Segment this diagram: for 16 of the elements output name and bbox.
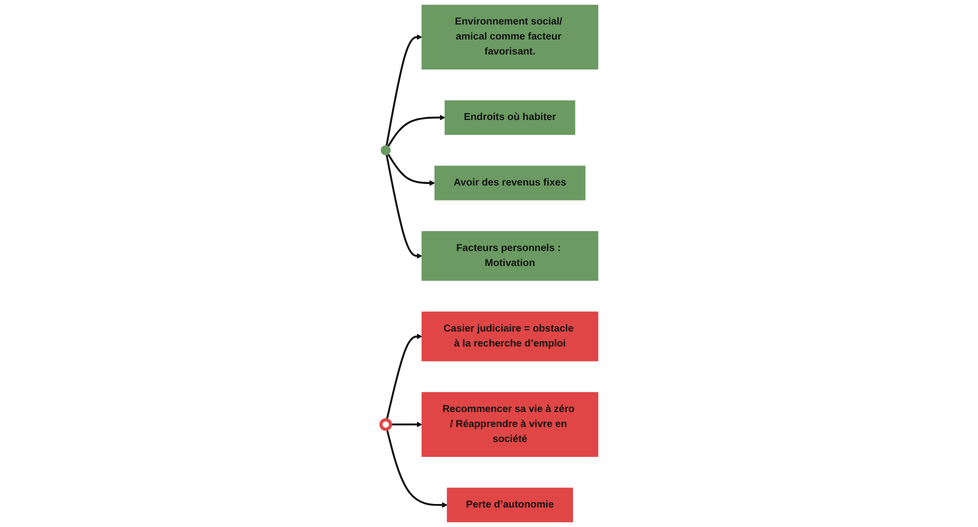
node-box: Perte d’autonomie: [446, 488, 573, 522]
arrow: [386, 154, 435, 186]
node-box: Endroits où habiter: [444, 100, 575, 135]
node-circle: [380, 145, 390, 156]
node-box: Recommencer sa vie à zéro / Réapprendre à vivre en société: [421, 392, 598, 457]
arrow: [385, 334, 422, 420]
node-box: Casier judiciaire = obstacle à la recherche d’emploi: [421, 312, 598, 362]
arrow: [390, 422, 422, 428]
arrow: [385, 428, 447, 508]
node-box: Environnement social/ amical comme facteur favorisant.: [421, 4, 598, 70]
node-box: Avoir des revenus fixes: [434, 166, 585, 200]
arrow: [385, 154, 422, 259]
arrow: [386, 114, 445, 147]
node-circle: [378, 418, 392, 431]
arrow: [385, 34, 422, 146]
node-box: Facteurs personnels : Motivation: [421, 231, 598, 281]
